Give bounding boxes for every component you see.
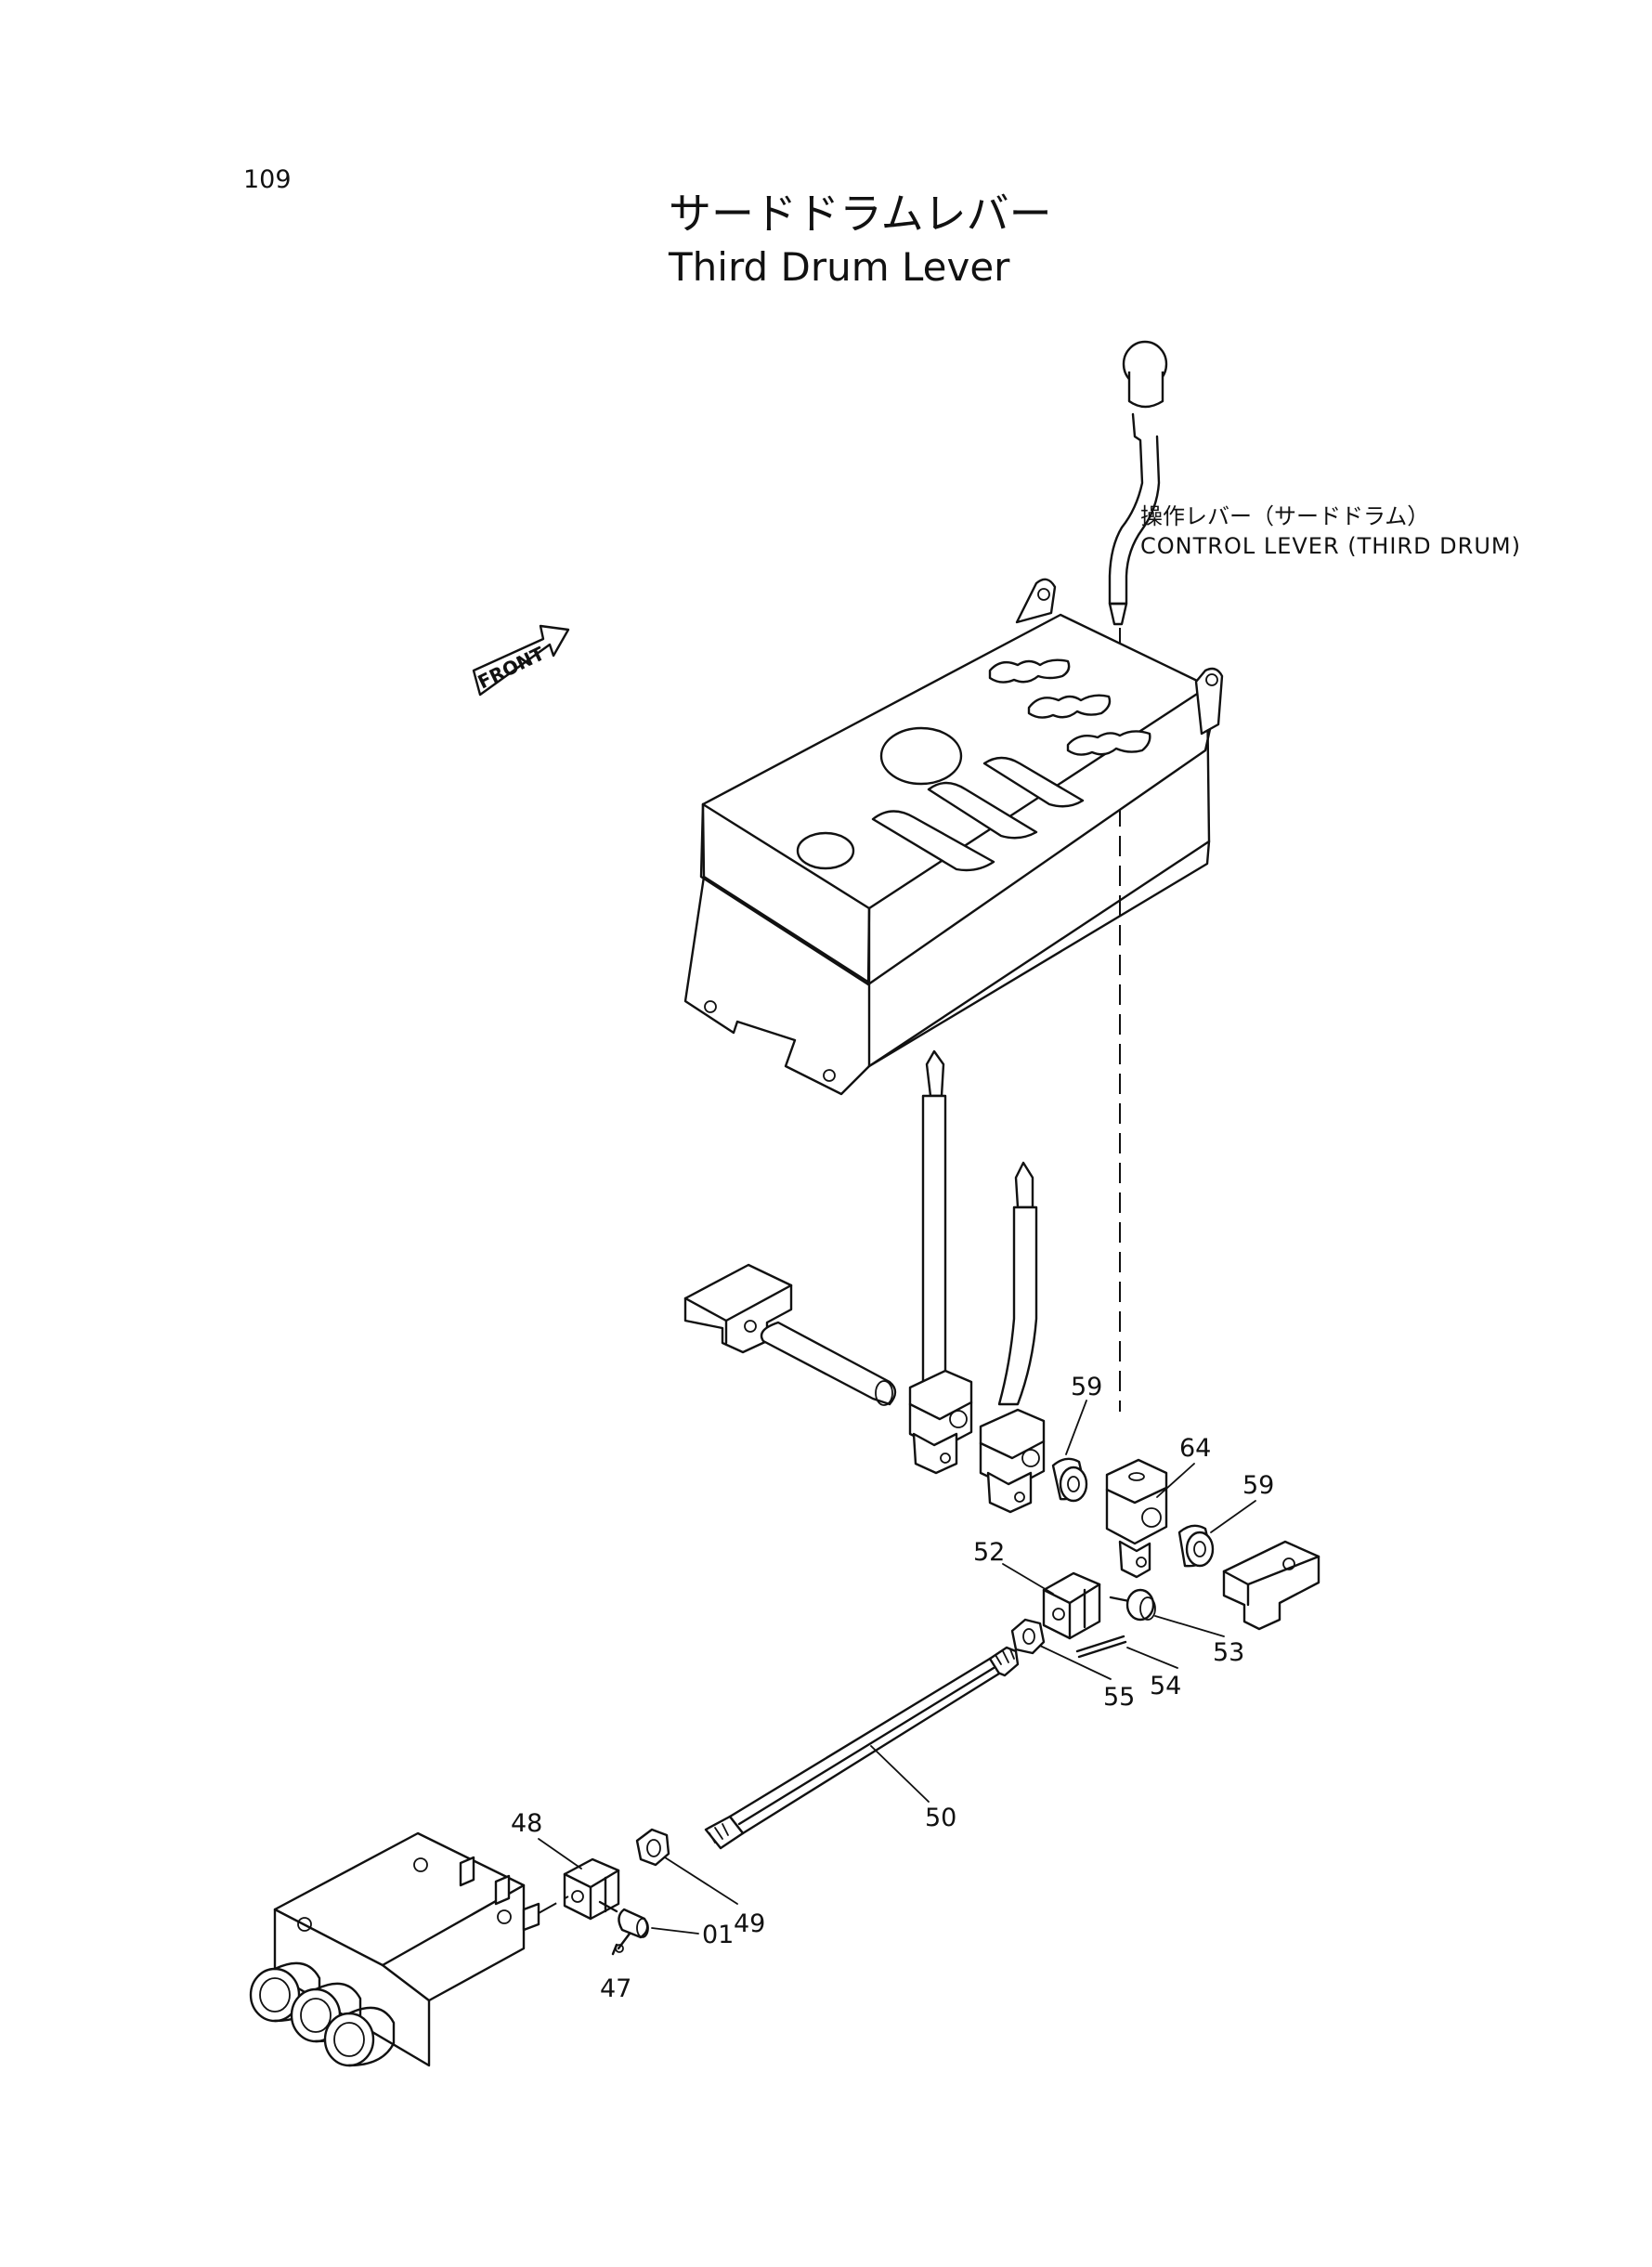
control-lever-label-en: CONTROL LEVER (THIRD DRUM) <box>1140 533 1521 559</box>
callout-54: 54 <box>1150 1672 1181 1700</box>
leader-49 <box>664 1857 738 1905</box>
part-55-nut <box>1010 1618 1046 1655</box>
callout-55: 55 <box>1103 1683 1135 1712</box>
callout-59-left: 59 <box>1071 1373 1102 1401</box>
part-01-pin <box>598 1900 649 1939</box>
part-64-lever-block <box>1105 1458 1168 1579</box>
front-label: FRONT <box>475 642 549 693</box>
leader-55 <box>1039 1645 1112 1680</box>
callout-64: 64 <box>1179 1434 1211 1463</box>
lever-straight <box>908 1049 973 1475</box>
leader-01 <box>651 1927 699 1935</box>
leader-59a <box>1065 1400 1087 1455</box>
callout-50: 50 <box>925 1804 956 1832</box>
part-49-nut <box>635 1828 670 1867</box>
leader-52 <box>1002 1563 1054 1595</box>
part-59-collar-right <box>1177 1524 1215 1568</box>
callout-49: 49 <box>734 1909 765 1938</box>
leader-50 <box>870 1745 930 1803</box>
callout-48: 48 <box>511 1809 542 1838</box>
leader-48 <box>538 1838 582 1870</box>
page-number: 109 <box>243 165 292 194</box>
front-arrow-icon: FRONT <box>472 624 570 697</box>
callout-52: 52 <box>973 1538 1005 1567</box>
part-54-cotter-pin <box>1075 1635 1127 1659</box>
title-japanese: サードドラムレバー <box>669 189 1052 239</box>
control-lever <box>1108 340 1168 626</box>
part-47-cotter-pin <box>611 1932 631 1956</box>
control-lever-label-jp: 操作レバー（サードドラム） <box>1140 503 1429 529</box>
leader-59b <box>1210 1500 1256 1533</box>
callout-53: 53 <box>1213 1638 1244 1667</box>
part-53-pin <box>1109 1588 1156 1622</box>
part-50-rod <box>704 1646 1020 1850</box>
callout-47: 47 <box>600 1974 631 2003</box>
part-52-clevis <box>1042 1571 1101 1640</box>
lever-box <box>683 578 1224 1096</box>
leader-64 <box>1156 1463 1195 1498</box>
part-48-clevis <box>563 1857 620 1921</box>
leader-53 <box>1154 1615 1225 1637</box>
part-59-collar-left <box>1051 1457 1088 1503</box>
title-english: Third Drum Lever <box>668 244 1010 290</box>
pivot-shaft <box>760 1321 897 1406</box>
callout-01: 01 <box>702 1921 734 1949</box>
pilot-valve <box>249 1831 569 2067</box>
lever-bent <box>979 1161 1046 1514</box>
leader-54 <box>1126 1647 1178 1669</box>
right-bracket <box>1222 1540 1320 1631</box>
callout-59-right: 59 <box>1242 1471 1274 1500</box>
